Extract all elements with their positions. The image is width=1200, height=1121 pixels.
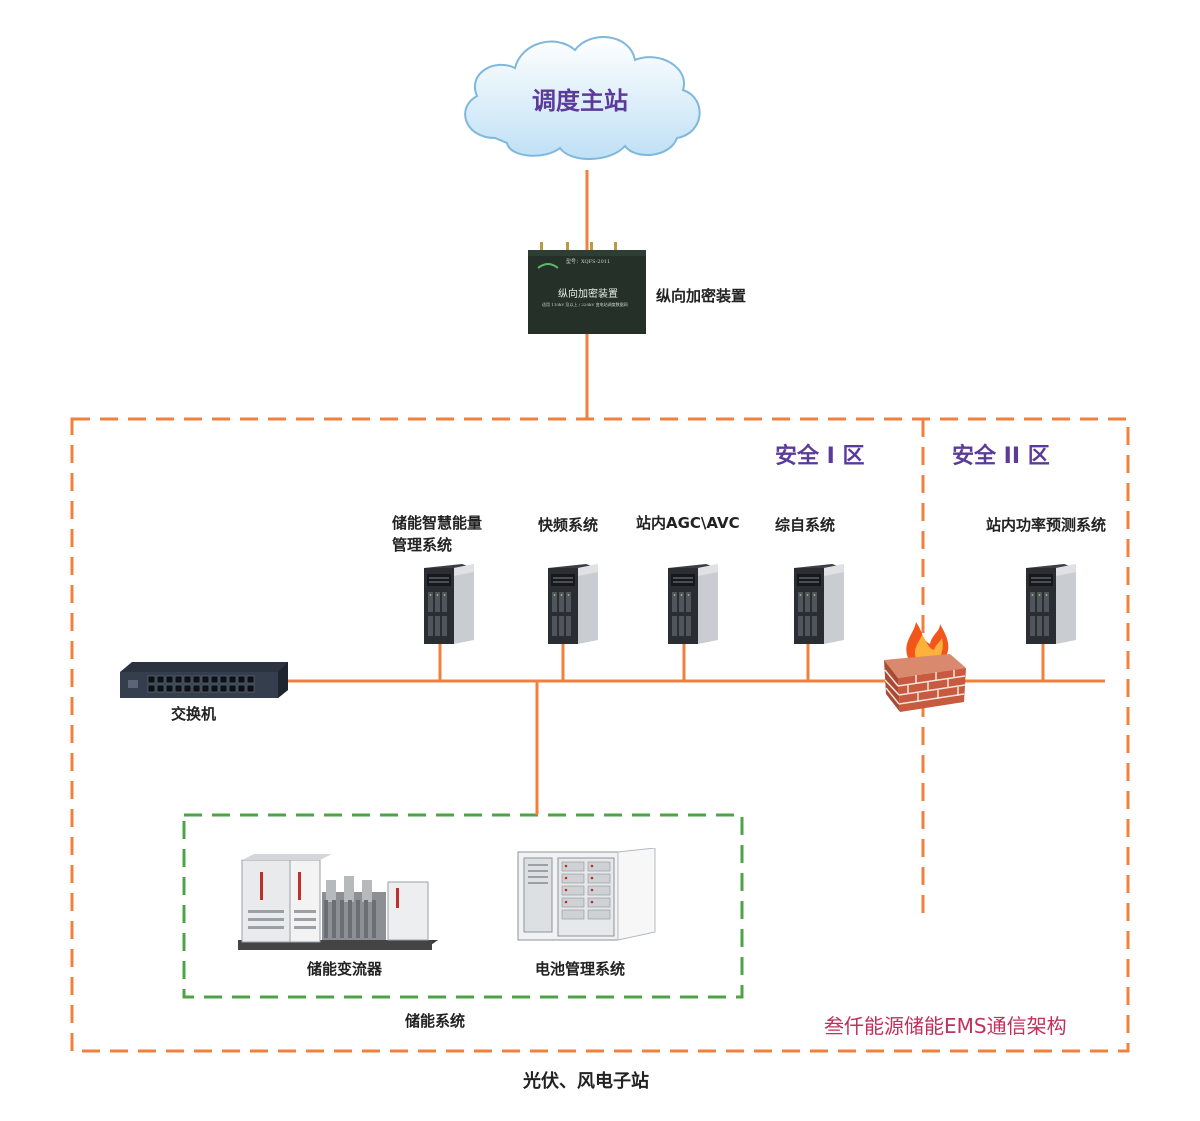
bms-label: 电池管理系统 (535, 960, 626, 978)
bms-cabinet-icon (517, 848, 656, 941)
zone1-title: 安全 I 区 (775, 444, 865, 469)
firewall-icon (884, 622, 966, 712)
server-agc-avc-icon (668, 564, 718, 644)
cloud-icon (464, 36, 701, 160)
server-automation-icon (794, 564, 844, 644)
encryption-face-top: 型号：XQFS-2011 (566, 259, 611, 265)
cloud-title: 调度主站 (532, 87, 628, 115)
encryption-device-icon (528, 242, 646, 334)
encryption-device-label: 纵向加密装置 (656, 287, 747, 305)
pcs-equipment-icon (238, 854, 438, 950)
server-label-frequency: 快频系统 (538, 516, 599, 534)
encryption-face-title: 纵向加密装置 (558, 289, 618, 300)
server-label-automation: 综自系统 (775, 516, 836, 534)
zone2-title: 安全 II 区 (952, 444, 1050, 469)
network-switch-icon (120, 662, 288, 698)
storage-boundary (182, 813, 744, 999)
server-ems-icon (424, 564, 474, 644)
encryption-face-bottom: 适用 110kV 及以上 / 220kV 变电站调度数据网 (542, 302, 628, 307)
server-label-power-forecast: 站内功率预测系统 (986, 516, 1107, 534)
switch-label: 交换机 (171, 705, 217, 723)
server-label-agc-avc: 站内AGC\AVC (636, 514, 740, 532)
server-power-forecast-icon (1026, 564, 1076, 644)
site-boundary (70, 417, 1130, 1053)
server-frequency-icon (548, 564, 598, 644)
brand-caption: 叁仟能源储能EMS通信架构 (824, 1014, 1067, 1038)
server-label-ems: 储能智慧能量管理系统 (392, 514, 483, 554)
encryption-device: 型号：XQFS-2011 纵向加密装置 适用 110kV 及以上 / 220kV… (528, 240, 646, 334)
storage-system-title: 储能系统 (405, 1012, 466, 1030)
pcs-label: 储能变流器 (307, 960, 383, 978)
site-caption: 光伏、风电子站 (523, 1071, 649, 1092)
